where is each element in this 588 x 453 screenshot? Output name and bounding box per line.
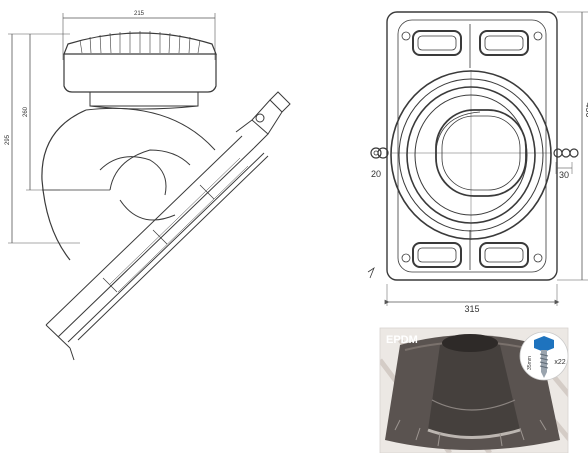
hole-right-label: 30 (559, 170, 569, 180)
top-view-drawing (367, 11, 588, 306)
hole-left-label: 20 (371, 169, 381, 179)
photo-frame (379, 327, 569, 453)
dim-left-outer-label: 295 (5, 134, 11, 145)
screw-count-label: x22 (554, 359, 565, 366)
screw-size-label: 35mm (527, 356, 533, 370)
material-label: EPDM (386, 334, 418, 346)
dim-top-label: 215 (134, 11, 145, 17)
screw-icon (534, 336, 554, 378)
side-view-drawing (8, 13, 291, 361)
dim-right-label: 450 (584, 102, 588, 117)
dim-bottom-label: 315 (464, 304, 479, 314)
dim-left-inner-label: 260 (23, 106, 29, 117)
screw-badge (519, 331, 569, 381)
product-photo (380, 328, 568, 453)
